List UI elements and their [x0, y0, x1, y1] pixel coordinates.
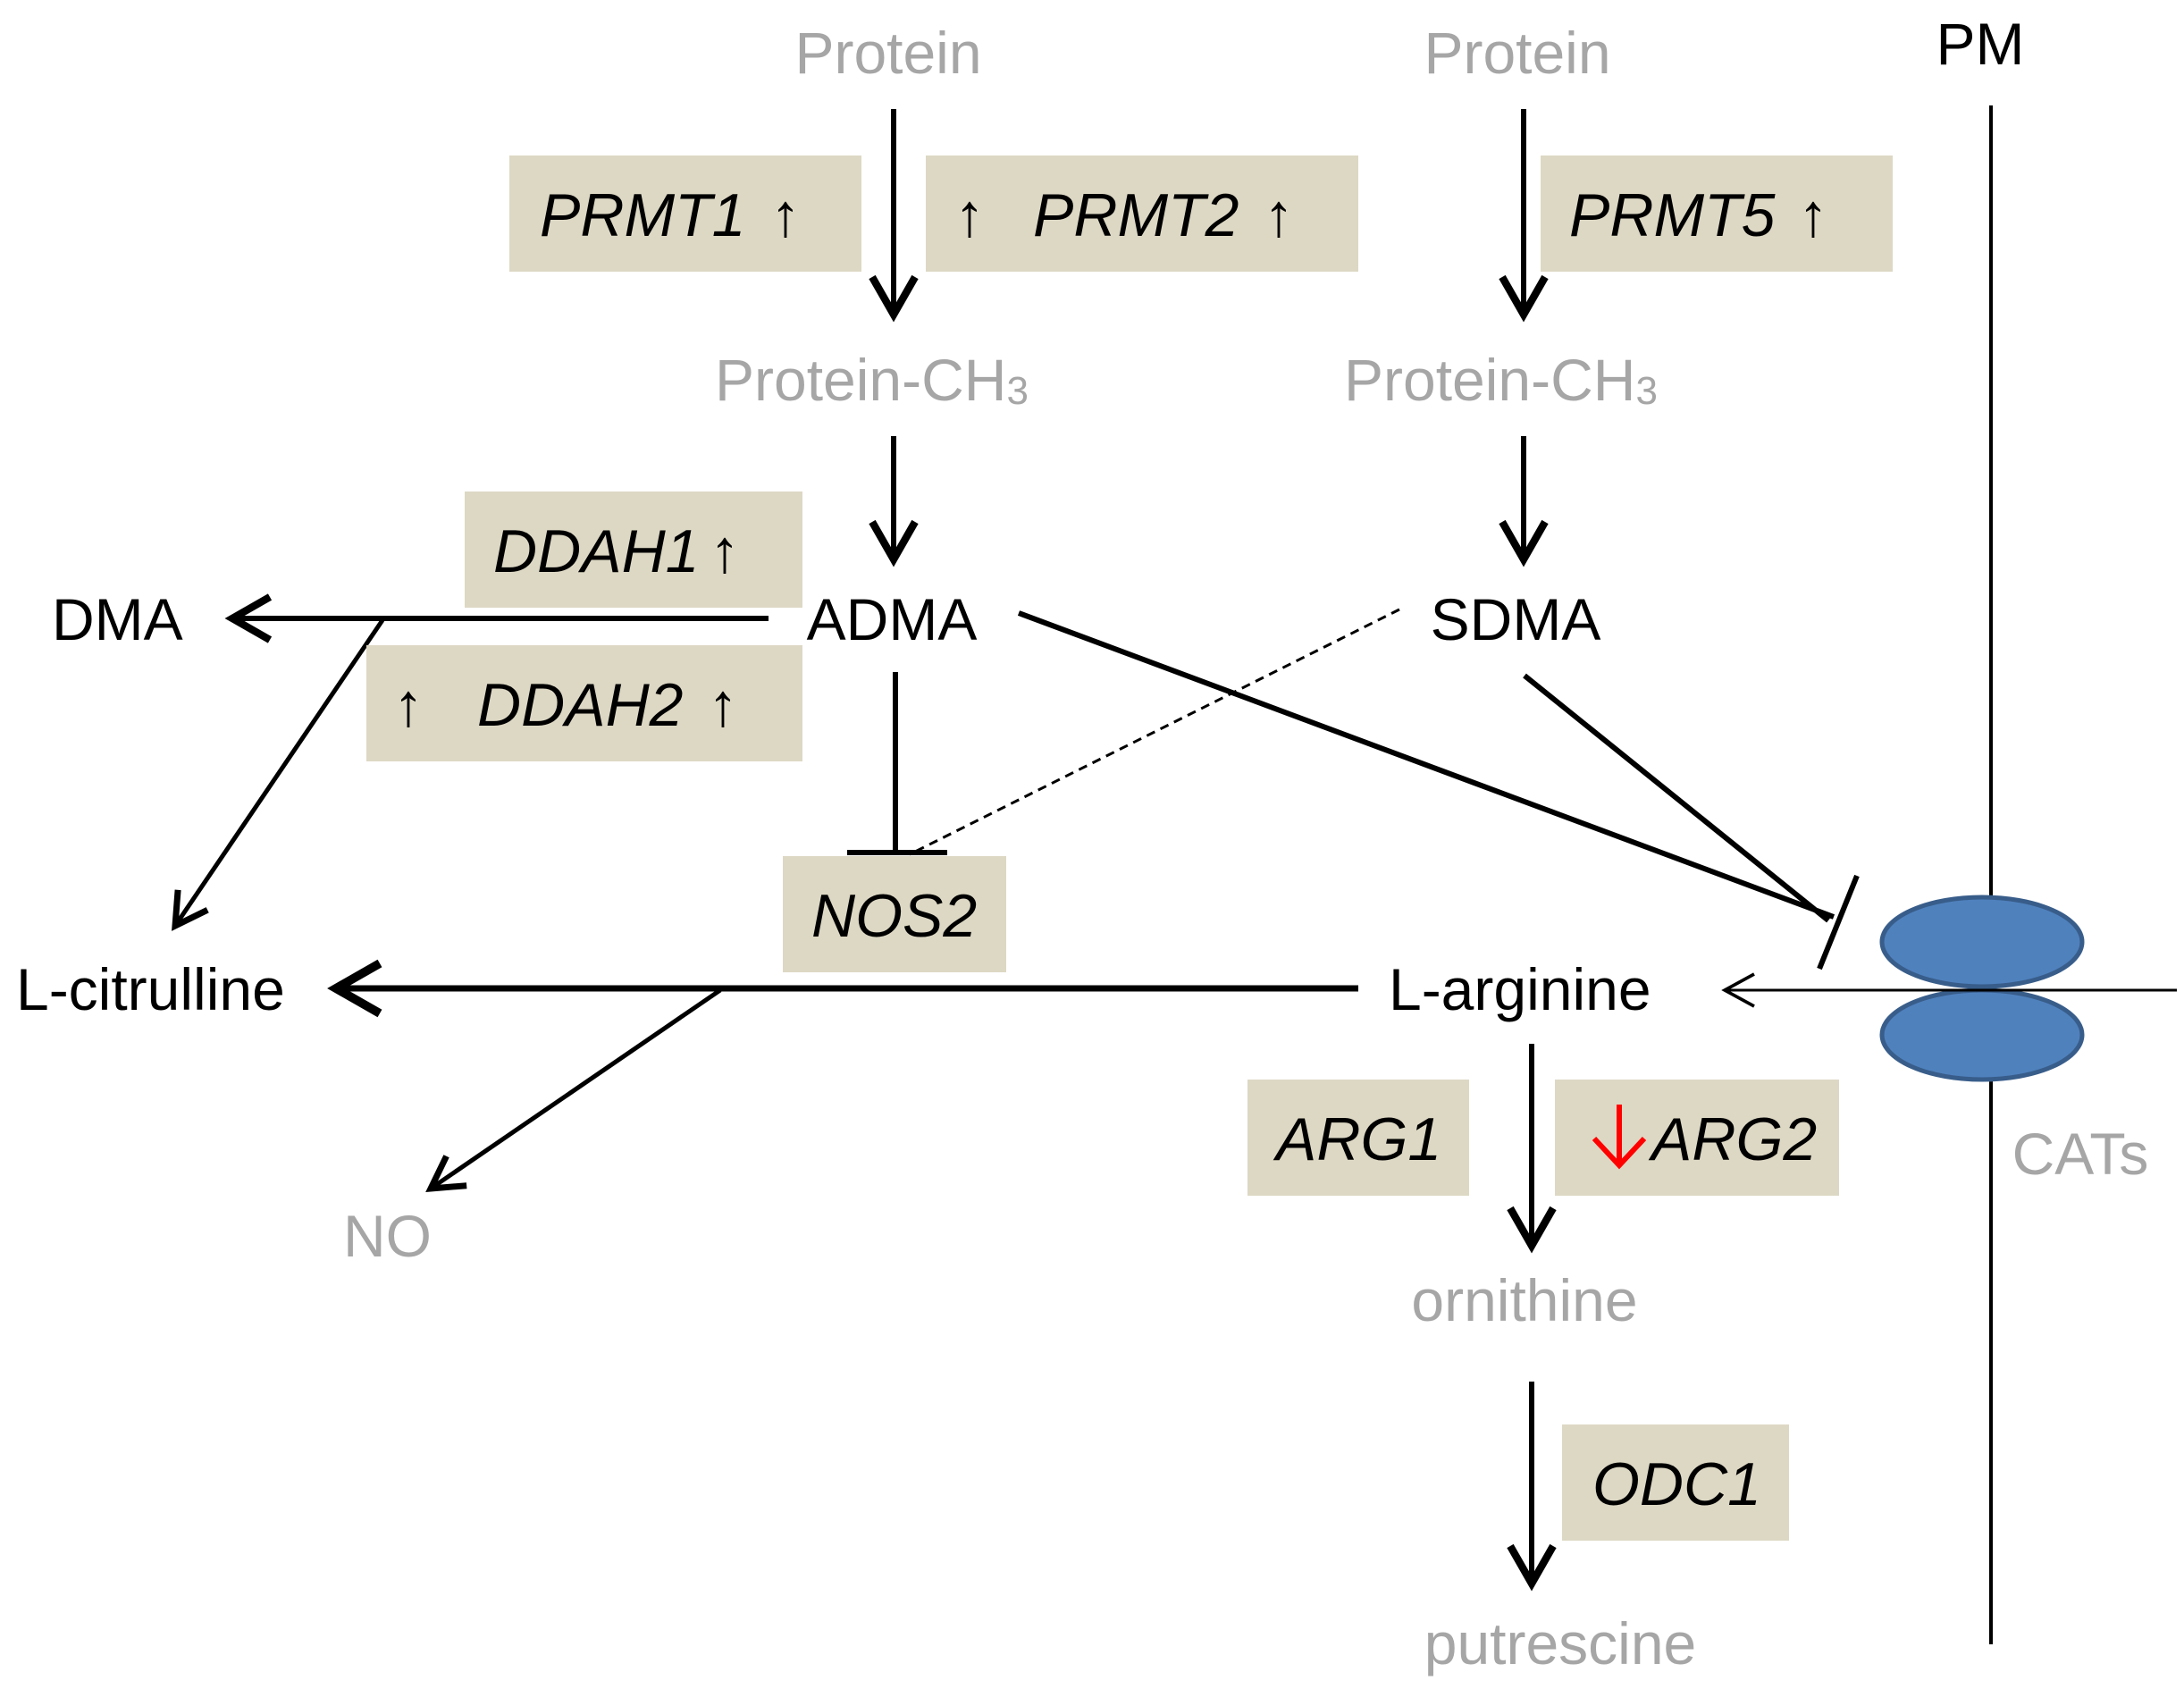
- gene-prmt2: PRMT2: [1033, 181, 1239, 249]
- inhibit-adma-transport: [1017, 610, 1835, 920]
- up-arrow-prmt2-red: ↑: [954, 181, 985, 249]
- gene-ddah1: DDAH1: [493, 517, 700, 585]
- box-prmt1: [509, 155, 861, 272]
- label-protein-ch3-right: Protein-CH3: [1344, 347, 1658, 413]
- up-arrow-prmt2-blue: ↑: [1264, 181, 1294, 249]
- inhibit-transport-bar: [1817, 874, 1860, 971]
- inhibit-sdma-transport: [1523, 673, 1830, 923]
- cat-transporter-upper: [1879, 895, 2085, 989]
- gene-prmt5: PRMT5: [1569, 181, 1776, 249]
- box-nos2: [783, 856, 1006, 972]
- label-dma: DMA: [52, 586, 183, 652]
- arrow-adma-to-citrulline: [172, 618, 385, 931]
- arrow-to-no: [425, 987, 722, 1192]
- cat-transporter-lower: [1879, 987, 2085, 1082]
- label-no: NO: [343, 1203, 432, 1269]
- label-protein-right: Protein: [1424, 20, 1610, 86]
- gene-odc1: ODC1: [1592, 1450, 1761, 1518]
- label-protein-ch3-left: Protein-CH3: [715, 347, 1029, 413]
- up-arrow-prmt1-blue: ↑: [770, 181, 801, 249]
- label-putrescine: putrescine: [1424, 1610, 1697, 1676]
- up-arrow-prmt5-blue: ↑: [1798, 181, 1828, 249]
- box-odc1: [1562, 1424, 1789, 1541]
- gene-arg1: ARG1: [1273, 1105, 1441, 1173]
- box-arg1: [1247, 1080, 1469, 1196]
- box-prmt5: [1541, 155, 1893, 272]
- dashed-sdma-nos2: [909, 608, 1400, 856]
- up-arrow-ddah2-blue: ↑: [708, 671, 738, 739]
- up-arrow-ddah2-red: ↑: [393, 671, 424, 739]
- label-cats: CATs: [2012, 1121, 2149, 1187]
- down-arrow-arg2-red: [1592, 1105, 1647, 1170]
- gene-ddah2: DDAH2: [477, 671, 684, 739]
- label-pm: PM: [1936, 11, 2025, 77]
- label-sdma: SDMA: [1431, 586, 1601, 652]
- label-protein-left: Protein: [794, 20, 981, 86]
- box-prmt2: [926, 155, 1358, 272]
- gene-arg2: ARG2: [1648, 1105, 1817, 1173]
- box-arg2: [1555, 1080, 1839, 1196]
- label-l-citrulline: L-citrulline: [16, 956, 285, 1022]
- up-arrow-ddah1-blue: ↑: [710, 517, 740, 585]
- gene-prmt1: PRMT1: [540, 181, 745, 249]
- box-ddah1: [465, 492, 802, 608]
- label-adma: ADMA: [807, 586, 978, 652]
- label-l-arginine: L-arginine: [1389, 956, 1651, 1022]
- box-ddah2: [366, 645, 802, 761]
- gene-nos2: NOS2: [811, 882, 977, 950]
- label-ornithine: ornithine: [1411, 1267, 1637, 1333]
